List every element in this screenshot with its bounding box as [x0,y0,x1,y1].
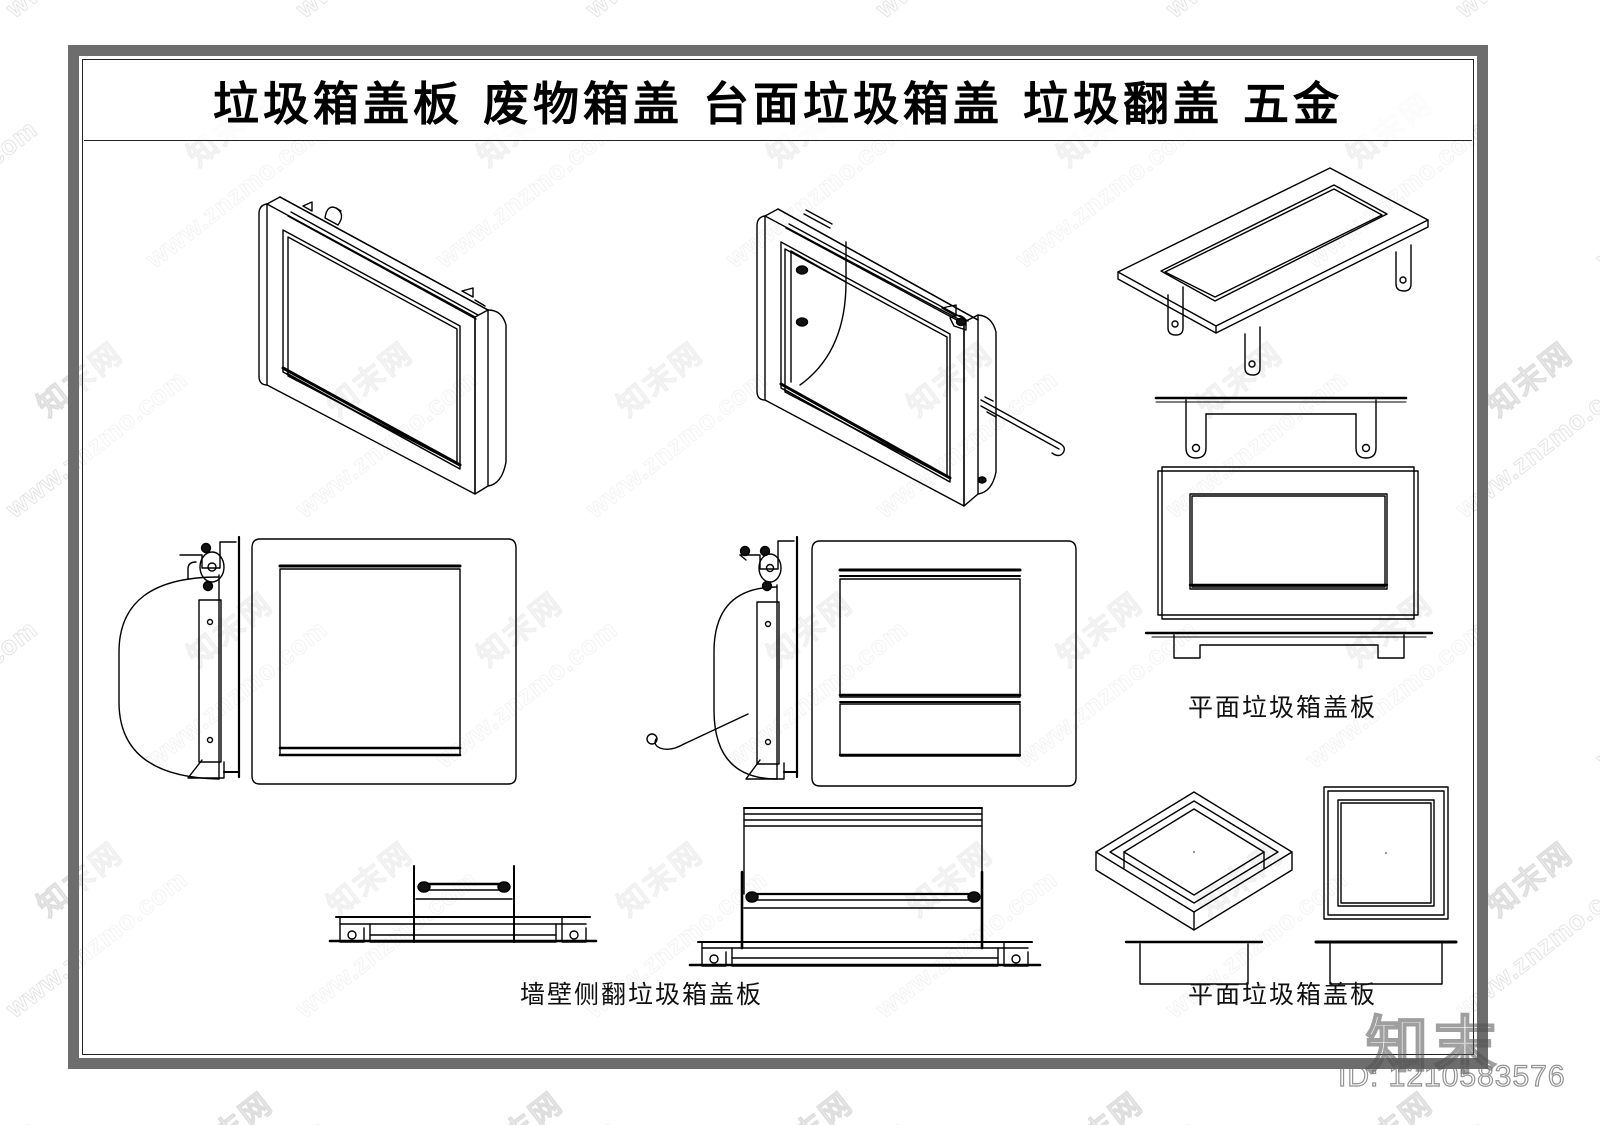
title-bar: 垃圾箱盖板 废物箱盖 台面垃圾箱盖 垃圾翻盖 五金 [84,61,1472,141]
caption-flat-lid-top: 平面垃圾箱盖板 [1188,693,1378,722]
view-front-panel-closed [251,538,517,785]
view-plan-section-rect-lid [1144,631,1434,659]
watermark-text: www.znzmo.com [720,1113,914,1125]
drawing-outer-frame [68,45,1488,1069]
watermark-text: www.znzmo.com [1450,0,1600,24]
watermark-text: www.znzmo.com [1010,1113,1204,1125]
watermark-text: www.znzmo.com [1160,0,1354,24]
drawing-id-label: ID: 1210583576 [1337,1059,1566,1093]
view-front-elevation-square-lid [1323,786,1449,920]
watermark-text: www.znzmo.com [580,0,774,24]
view-section-flip-open [688,807,1042,967]
watermark-text: www.znzmo.com [290,0,484,24]
watermark-logo-text: 知末网 [466,1079,571,1125]
watermark-logo-text: 知末网 [1481,836,1580,924]
watermark-text: www.znzmo.com [0,0,194,24]
view-front-panel-open [811,540,1077,787]
view-side-hinge-closed [118,535,241,780]
view-front-elevation-rect-lid [1157,466,1419,620]
view-section-basin-right [1314,940,1458,985]
technical-drawing-canvas [84,142,1472,1054]
view-side-hinge-open-cable [646,535,799,780]
view-isometric-flat-plate [1117,167,1429,376]
watermark-logo-text: 知末网 [756,1079,861,1125]
view-section-flip-closed [328,865,598,943]
caption-flat-lid-bottom: 平面垃圾箱盖板 [1188,980,1378,1009]
watermark-text: www.znzmo.com [870,0,1064,24]
watermark-text: www.znzmo.com [0,113,44,274]
watermark-text: www.znzmo.com [140,1113,334,1125]
watermark-text: www.znzmo.com [1590,113,1600,274]
view-side-elevation-tabs [1154,396,1408,459]
view-isometric-open-chute [756,208,1066,507]
caption-wall-side-flip: 墙壁侧翻垃圾箱盖板 [520,980,764,1009]
page-title: 垃圾箱盖板 废物箱盖 台面垃圾箱盖 垃圾翻盖 五金 [212,76,1344,131]
brand-logo: 知末 [1365,1008,1503,1083]
view-isometric-closed-lid [258,196,507,495]
watermark-text: www.znzmo.com [0,1113,44,1125]
watermark-text: www.znzmo.com [1300,1113,1494,1125]
watermark-text: www.znzmo.com [1590,613,1600,774]
watermark-text: www.znzmo.com [0,613,44,774]
watermark-logo-text: 知末网 [1481,336,1580,424]
view-isometric-square-basin [1095,791,1293,931]
watermark-logo-text: 知末网 [1046,1079,1151,1125]
watermark-text: www.znzmo.com [430,1113,624,1125]
view-section-basin-left [1124,940,1264,985]
watermark-logo-text: 知末网 [176,1079,281,1125]
watermark-text: www.znzmo.com [1590,1113,1600,1125]
